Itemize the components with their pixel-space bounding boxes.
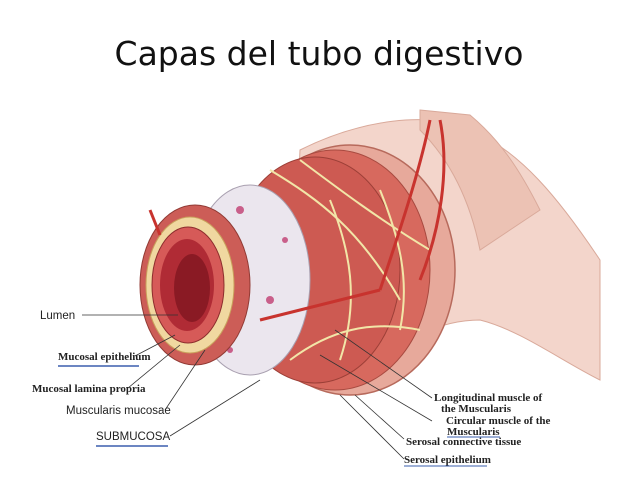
label-lumen: Lumen: [40, 310, 75, 322]
label-serosal-connective-tissue: Serosal connective tissue: [406, 436, 521, 448]
blood-vessels: [148, 119, 446, 322]
label-submucosa: SUBMUCOSA: [96, 431, 170, 443]
submucosa-vessels: [227, 206, 288, 353]
label-muscularis-mucosae: Muscularis mucosae: [66, 405, 171, 417]
slide-title: Capas del tubo digestivo: [114, 34, 524, 73]
label-longitudinal-muscle-1: Longitudinal muscle of: [434, 392, 543, 404]
leader-lines: [82, 314, 433, 460]
label-serosal-epithelium: Serosal epithelium: [404, 454, 491, 466]
label-circular-muscle-1: Circular muscle of the: [446, 415, 550, 427]
lumen-depth: [174, 254, 210, 322]
mesentery-upper: [419, 109, 541, 251]
label-longitudinal-muscle-2: the Muscularis: [441, 403, 512, 415]
label-circular-muscle-2: Muscularis: [447, 426, 500, 438]
label-mucosal-lamina-propria: Mucosal lamina propria: [32, 383, 146, 395]
label-mucosal-epithelium: Mucosal epithelium: [58, 351, 151, 363]
